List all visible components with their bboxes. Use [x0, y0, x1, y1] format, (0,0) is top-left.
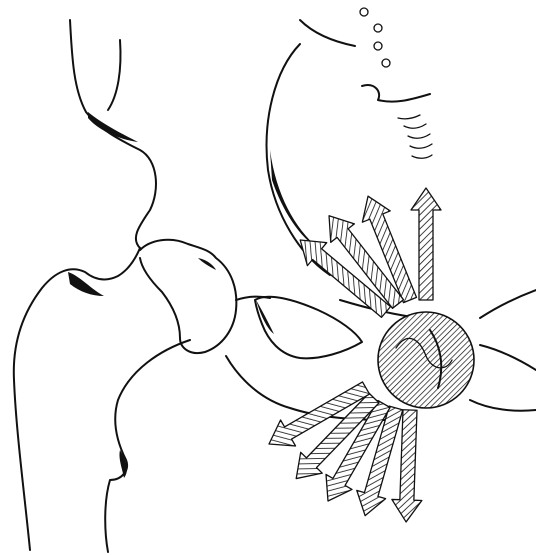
greater-trochanter [14, 248, 140, 550]
lesser-trochanter [105, 340, 190, 552]
joint-center [378, 312, 474, 408]
obturator-foramen [255, 297, 362, 359]
sacrum [360, 8, 432, 158]
femur [70, 20, 156, 248]
femoral-head [140, 240, 236, 353]
